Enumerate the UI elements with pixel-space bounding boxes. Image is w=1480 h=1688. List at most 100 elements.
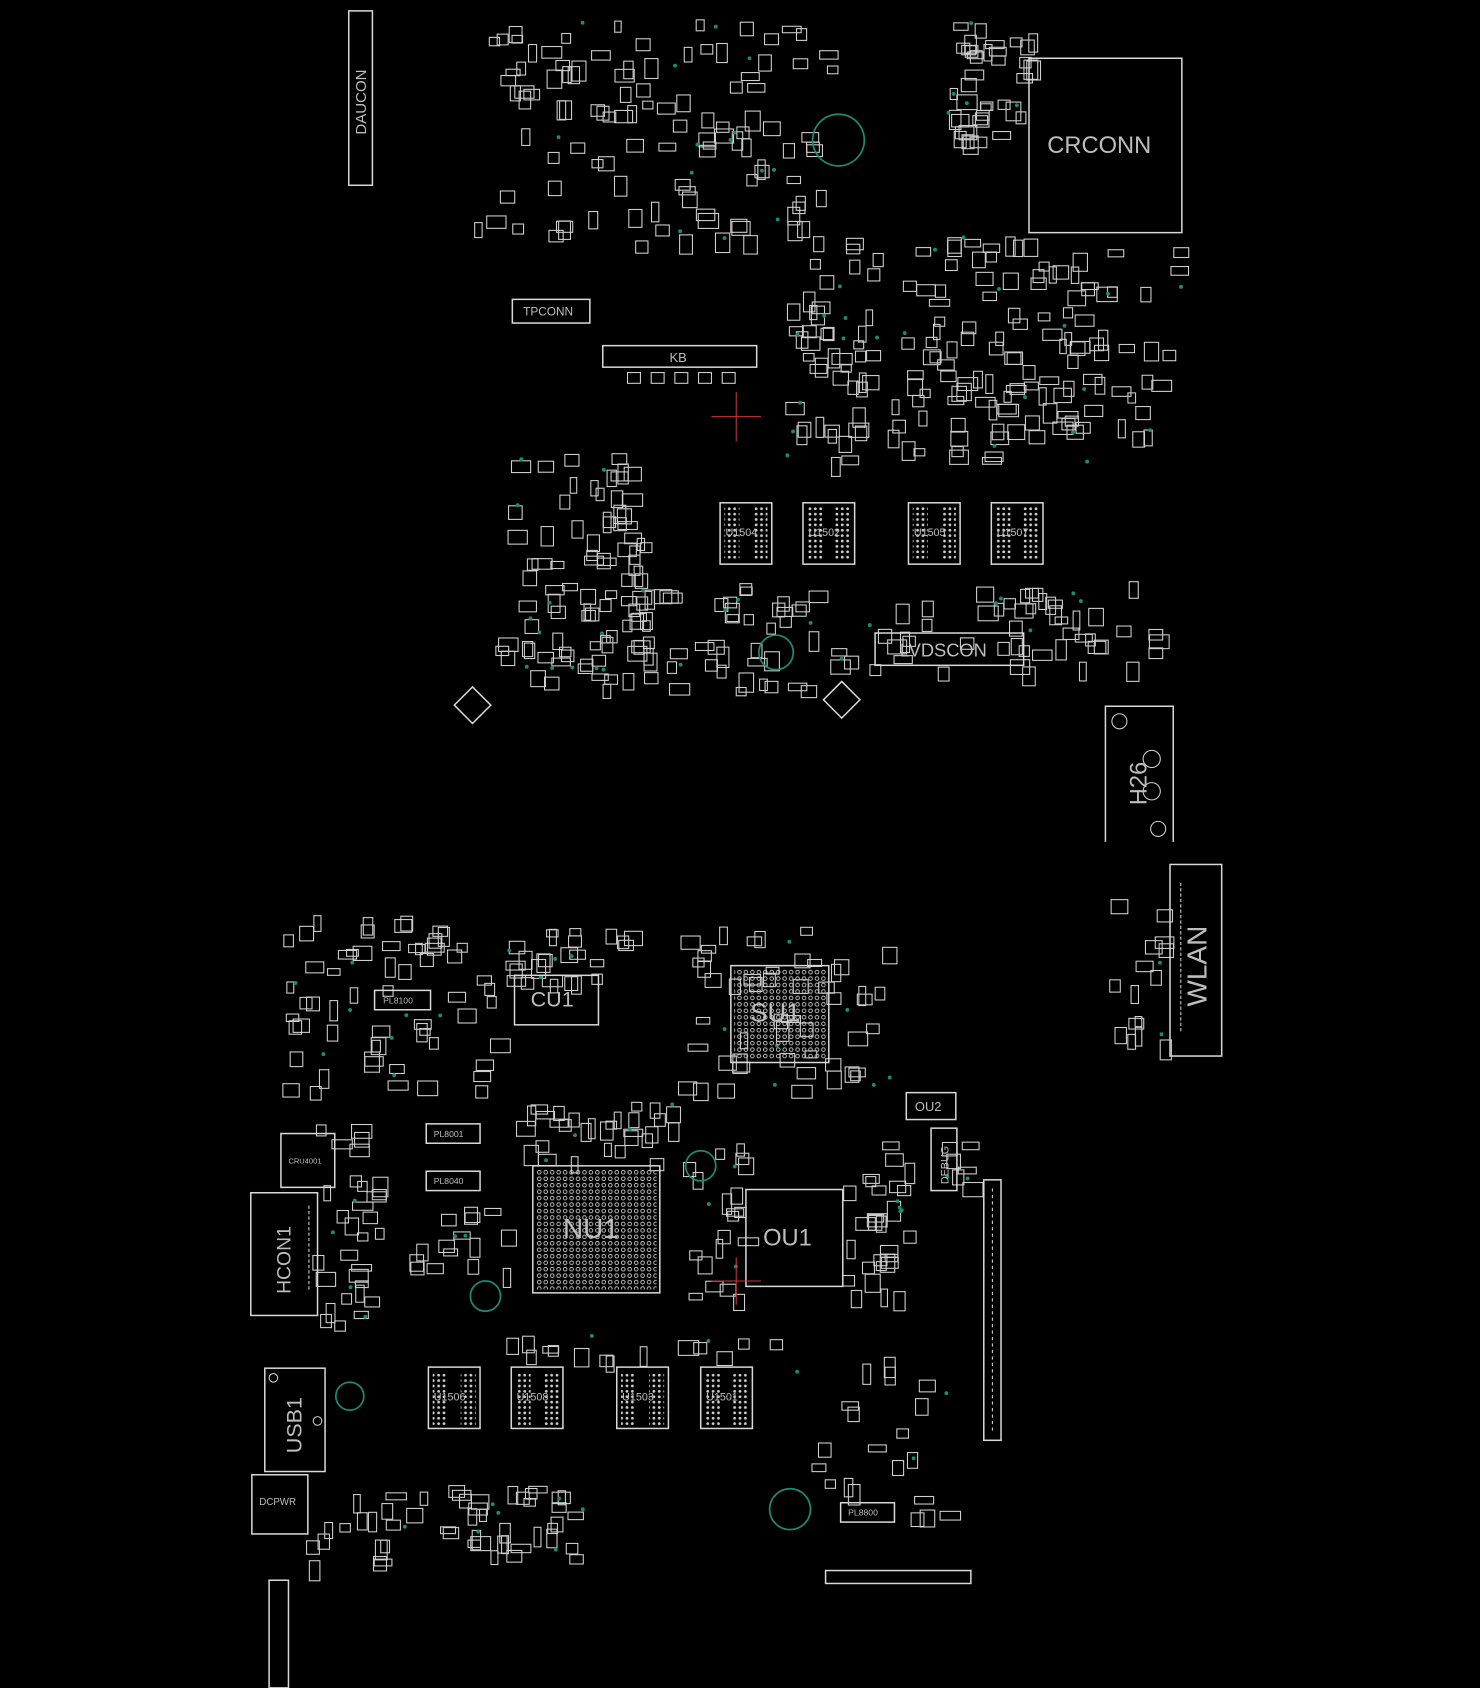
passive-component <box>707 639 725 655</box>
tpconn-connector[interactable]: TPCONN <box>511 298 591 324</box>
passive-component <box>559 494 571 510</box>
passive-component <box>606 630 618 644</box>
memory-chip-u1507[interactable]: U1507 <box>990 502 1044 565</box>
pl8100-inductor[interactable]: PL8100 <box>373 989 432 1011</box>
pl8800-inductor[interactable]: PL8800 <box>839 1501 896 1523</box>
wlan-connector[interactable]: WLAN <box>1169 863 1223 1057</box>
passive-component <box>1093 639 1109 655</box>
memory-chip-u1506[interactable]: U1506 <box>427 1366 481 1430</box>
via-dot <box>557 1496 562 1501</box>
passive-component <box>1009 383 1026 395</box>
passive-component <box>567 66 581 85</box>
passive-component <box>841 455 860 466</box>
passive-component <box>884 1366 896 1386</box>
usb1-connector[interactable]: USB1 <box>264 1367 326 1473</box>
memory-chip-u1501[interactable]: U1501 <box>699 1366 754 1430</box>
passive-component <box>546 69 563 89</box>
passive-component <box>562 582 579 592</box>
passive-component <box>975 396 996 408</box>
passive-component <box>694 642 715 652</box>
passive-component <box>738 1157 755 1176</box>
cru4001-chip[interactable]: CRU4001 <box>280 1132 336 1189</box>
passive-component <box>925 336 938 349</box>
passive-component <box>309 1085 322 1101</box>
passive-component <box>357 1180 368 1192</box>
passive-component <box>382 941 401 952</box>
su1-chip[interactable]: SU1 <box>730 964 830 1064</box>
memory-chip-u1502[interactable]: U1502 <box>802 502 856 565</box>
passive-component <box>795 601 810 613</box>
passive-component <box>605 1355 615 1373</box>
passive-component <box>1010 637 1023 656</box>
passive-component <box>822 326 835 342</box>
via-dot <box>507 948 512 953</box>
bottom-header-strip[interactable] <box>824 1569 972 1585</box>
passive-component <box>831 456 841 477</box>
passive-component <box>960 77 977 93</box>
passive-component <box>713 128 735 144</box>
ou2-chip[interactable]: OU2 <box>905 1091 957 1121</box>
passive-component <box>826 1070 842 1090</box>
passive-component <box>364 1296 381 1308</box>
passive-component <box>326 968 341 976</box>
daucon-connector[interactable]: DAUCON <box>347 10 374 187</box>
u1505-label: U1505 <box>914 527 946 539</box>
u1503-label: U1503 <box>622 1391 654 1403</box>
nu1-chip[interactable]: NU1 <box>532 1165 661 1294</box>
passive-component <box>649 1158 665 1172</box>
memory-chip-u1508[interactable]: U1508 <box>510 1366 564 1430</box>
via-dot <box>570 665 575 670</box>
via-dot <box>600 631 604 636</box>
memory-chip-u1504[interactable]: U1504 <box>719 502 773 565</box>
via-dot <box>573 1133 577 1138</box>
crconn-connector[interactable]: CRCONN <box>1028 57 1183 234</box>
cu1-chip[interactable]: CU1 <box>513 974 600 1026</box>
passive-component <box>964 45 979 58</box>
passive-component <box>334 1320 346 1332</box>
memory-chip-u1505[interactable]: U1505 <box>907 502 961 565</box>
passive-component <box>364 1056 384 1067</box>
side-connector-right[interactable] <box>983 1179 1002 1442</box>
h26-mount[interactable]: H26 <box>1104 705 1174 842</box>
passive-component <box>944 259 958 272</box>
passive-component <box>500 1229 517 1247</box>
passive-component <box>899 631 911 654</box>
passive-component <box>417 1080 439 1097</box>
passive-component <box>856 381 868 398</box>
passive-component <box>1134 1016 1143 1028</box>
passive-component <box>692 957 705 968</box>
passive-component <box>548 928 557 947</box>
hcon1-connector[interactable]: HCON1 <box>250 1191 319 1317</box>
passive-component <box>510 460 532 474</box>
passive-component <box>843 1185 857 1202</box>
passive-component <box>447 991 467 1003</box>
pl8001-inductor[interactable]: PL8001 <box>425 1123 481 1144</box>
lvdscon-connector[interactable]: LVDSCON <box>874 632 1025 667</box>
passive-component <box>991 55 1006 66</box>
memory-chip-u1503[interactable]: U1503 <box>616 1366 670 1430</box>
kb-connector[interactable]: KB <box>602 344 758 384</box>
debug-connector[interactable]: DEBUG <box>930 1127 958 1192</box>
passive-component <box>590 480 599 497</box>
pl8040-inductor[interactable]: PL8040 <box>425 1170 481 1192</box>
passive-component <box>1070 340 1091 354</box>
left-edge-strip[interactable] <box>268 1579 290 1688</box>
passive-component <box>306 1540 320 1555</box>
passive-component <box>622 672 635 691</box>
via-dot <box>392 1073 397 1078</box>
u1502-label: U1502 <box>808 527 840 539</box>
passive-component <box>915 1398 929 1416</box>
passive-component <box>349 987 359 1004</box>
passive-component <box>602 511 612 534</box>
passive-component <box>353 1494 361 1514</box>
passive-component <box>589 641 601 651</box>
dcpwr-connector[interactable]: DCPWR <box>251 1473 309 1535</box>
passive-component <box>1020 588 1031 604</box>
passive-component <box>384 957 396 978</box>
lvdscon-label: LVDSCON <box>900 640 987 661</box>
passive-component <box>325 1302 336 1324</box>
passive-component <box>1110 899 1129 915</box>
ou1-chip[interactable]: OU1 <box>745 1188 844 1288</box>
passive-component <box>1094 376 1106 395</box>
